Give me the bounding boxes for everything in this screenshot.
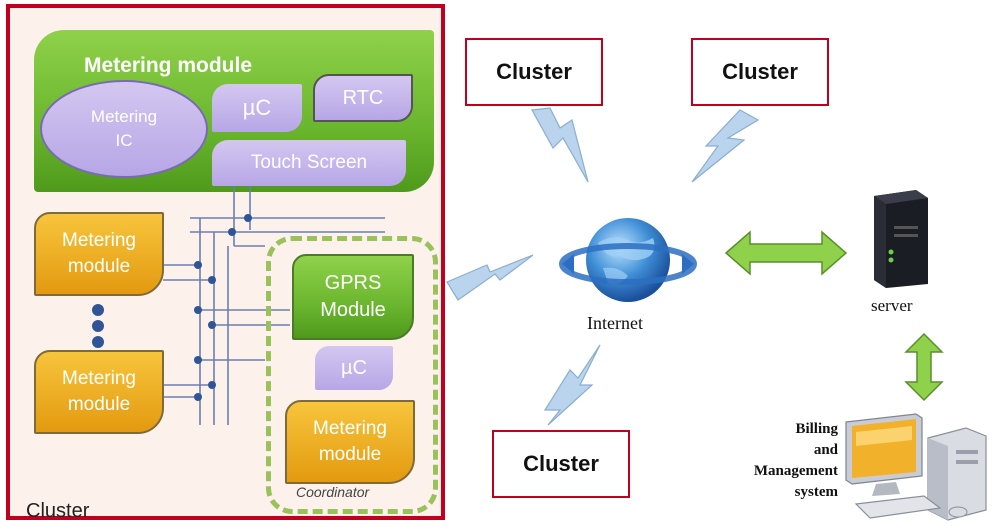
touch-screen-label: Touch Screen bbox=[250, 152, 368, 173]
rtc-label: RTC bbox=[342, 86, 384, 109]
cluster-box-2-label: Cluster bbox=[722, 59, 798, 84]
rtc-box: RTC bbox=[313, 74, 413, 122]
cluster-box-3-label: Cluster bbox=[523, 451, 599, 476]
metering-ic-label: Metering IC bbox=[90, 107, 158, 150]
coordinator-metering-module-label: Metering module bbox=[313, 418, 387, 465]
bolt-panel-icon bbox=[446, 254, 534, 301]
bolt-cluster1-icon bbox=[531, 107, 589, 183]
globe-icon bbox=[559, 218, 697, 302]
metering-module-1-label: Metering module bbox=[62, 230, 136, 277]
cluster-box-1-label: Cluster bbox=[496, 59, 572, 84]
internet-server-arrow bbox=[724, 230, 848, 276]
bolt-cluster3-icon bbox=[543, 344, 601, 426]
metering-unit-title: Metering module bbox=[84, 54, 253, 77]
gprs-module-label: GPRS Module bbox=[320, 272, 386, 321]
gprs-module-box: GPRS Module bbox=[292, 254, 414, 340]
coordinator-uc-label: µC bbox=[341, 356, 367, 379]
bus-lines bbox=[163, 186, 385, 425]
coordinator-uc-box: µC bbox=[315, 346, 393, 390]
cluster-box-3: Cluster bbox=[492, 430, 630, 498]
metering-module-2-label: Metering module bbox=[62, 368, 136, 415]
billing-system-label: Billing and Management system bbox=[753, 421, 838, 500]
internet-label: Internet bbox=[587, 313, 643, 333]
cluster-box-1: Cluster bbox=[465, 38, 603, 106]
coordinator-group bbox=[266, 236, 438, 514]
touch-screen-box: Touch Screen bbox=[212, 140, 406, 186]
coordinator-metering-module: Metering module bbox=[285, 400, 415, 484]
cluster-panel-label: Cluster bbox=[26, 500, 90, 522]
metering-module-2: Metering module bbox=[34, 350, 164, 434]
bolt-cluster2-icon bbox=[691, 109, 760, 183]
desktop-computer-icon bbox=[845, 413, 987, 521]
metering-ic-ellipse: Metering IC bbox=[40, 80, 208, 178]
uc-label: µC bbox=[242, 95, 272, 120]
ellipsis-dots bbox=[92, 304, 104, 348]
coordinator-label: Coordinator bbox=[296, 484, 370, 500]
uc-box: µC bbox=[212, 84, 302, 132]
server-label: server bbox=[871, 296, 913, 315]
cluster-box-2: Cluster bbox=[691, 38, 829, 106]
server-billing-arrow bbox=[904, 332, 944, 402]
metering-module-1: Metering module bbox=[34, 212, 164, 296]
server-icon bbox=[874, 190, 928, 288]
